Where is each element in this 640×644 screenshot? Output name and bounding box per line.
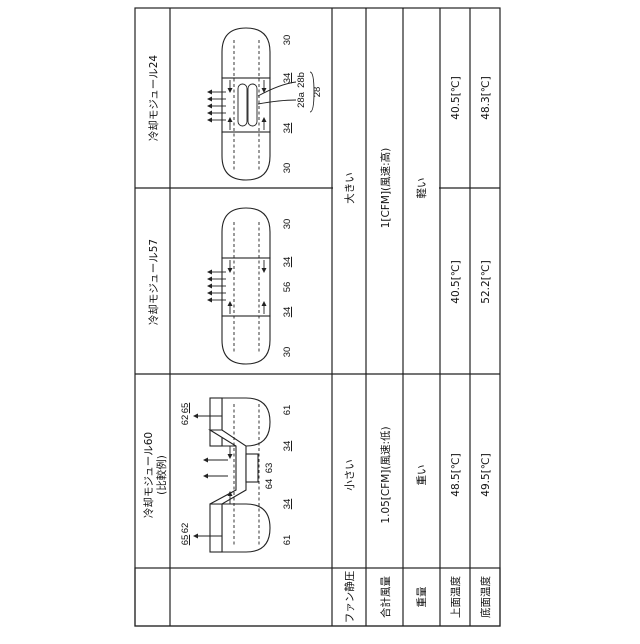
module-60-subtitle: (比較例): [155, 455, 168, 495]
header-strip: [135, 568, 500, 626]
shared-total-airflow-label: 1[CFM](風速:高): [379, 148, 392, 229]
header-total-airflow: 合計風量: [379, 576, 392, 618]
m60-ref-61-bottom: 61: [282, 535, 293, 546]
m60-ref-34-bottom: 34: [282, 499, 293, 510]
m60-ref-62-top: 62: [180, 415, 191, 426]
m24-ref-34-top: 34: [282, 73, 293, 84]
header-bottom-temp: 底面温度: [479, 576, 492, 618]
m60-fan-bottom: [222, 504, 270, 552]
module-24-diagram: 30 30 34 34 28a 28b 28: [207, 28, 323, 180]
m60-fan-static-pressure: 小さい: [344, 459, 356, 491]
m57-ref-34-bottom: 34: [282, 307, 293, 318]
m57-heatsink: [222, 258, 270, 316]
m24-blower-bottom: [222, 132, 270, 180]
module-60-title: 冷却モジュール60: [142, 432, 155, 518]
m57-ref-56: 56: [282, 282, 293, 293]
m57-ref-30-top: 30: [282, 219, 293, 230]
module-57-title: 冷却モジュール57: [147, 239, 160, 325]
m24-ref-30-bottom: 30: [282, 163, 293, 174]
m57-bottom-temp: 52.2[℃]: [480, 260, 492, 303]
m57-top-temp: 40.5[℃]: [450, 260, 462, 303]
m60-ref-63: 63: [264, 463, 275, 474]
m60-ref-65-top: 65: [180, 403, 191, 414]
m60-weight: 重い: [415, 465, 428, 486]
shared-fan-static-pressure-label: 大きい: [343, 172, 356, 204]
m24-heatsink: [222, 78, 270, 132]
m60-top-temp: 48.5[℃]: [450, 453, 462, 496]
m24-ref-28a: 28a: [296, 91, 307, 108]
m60-ref-34-top: 34: [282, 441, 293, 452]
m60-ref-62-bottom: 62: [180, 523, 191, 534]
m60-bottom-temp: 49.5[℃]: [480, 453, 492, 496]
shared-weight-label: 軽い: [416, 178, 428, 199]
m24-ref-28b: 28b: [296, 72, 307, 88]
m57-ref-34-top: 34: [282, 257, 293, 268]
module-24-title: 冷却モジュール24: [147, 55, 160, 141]
m24-ref-34-bottom: 34: [282, 123, 293, 134]
module-57-diagram: 30 30 34 34 56: [207, 208, 293, 364]
m24-ref-30-top: 30: [282, 35, 293, 46]
m24-blower-top: [222, 28, 270, 78]
m60-ref-65-bottom: 65: [180, 535, 191, 546]
m60-fins-top: [210, 398, 222, 446]
m60-ref-64: 64: [264, 479, 275, 490]
m60-block-63: [246, 454, 258, 482]
header-top-temp: 上面温度: [449, 576, 462, 618]
m60-total-airflow: 1.05[CFM](風速:低): [379, 426, 392, 523]
m57-blower-top: [222, 208, 270, 258]
m57-ref-30-bottom: 30: [282, 347, 293, 358]
header-weight: 重量: [415, 586, 428, 607]
m24-bottom-temp: 48.3[℃]: [480, 76, 492, 119]
module-60-diagram: 65 65 62 62 61 61 34 34 64 63: [180, 398, 293, 552]
m57-blower-bottom: [222, 316, 270, 364]
m60-fins-bottom: [210, 504, 222, 552]
header-fan-static-pressure: ファン静圧: [343, 570, 356, 623]
m60-ref-61-top: 61: [282, 405, 293, 416]
m24-top-temp: 40.5[℃]: [450, 76, 462, 119]
